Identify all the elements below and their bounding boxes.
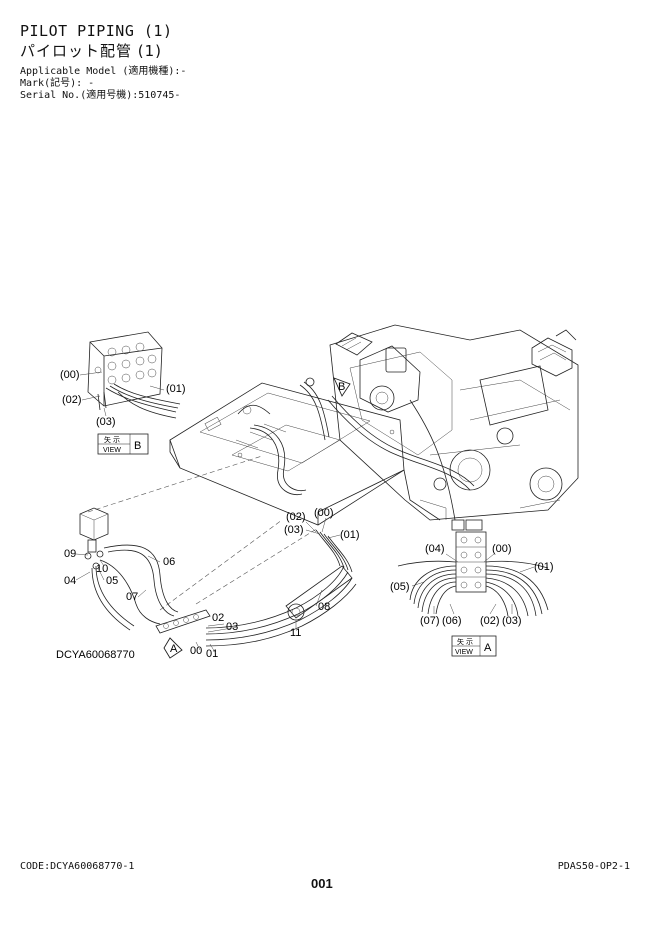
mark: Mark(記号): - bbox=[20, 78, 95, 89]
label-09: 09 bbox=[64, 548, 76, 560]
label-03: 03 bbox=[226, 621, 238, 633]
label-a-06: (06) bbox=[442, 615, 462, 627]
page-title-jp: パイロット配管 (1) bbox=[20, 42, 163, 60]
label-06: 06 bbox=[163, 556, 175, 568]
label-10: 10 bbox=[96, 563, 108, 575]
label-a-00: (00) bbox=[492, 543, 512, 555]
page-title: PILOT PIPING (1) bbox=[20, 22, 173, 40]
upper-frame-drawing bbox=[169, 324, 579, 526]
svg-text:矢 示: 矢 示 bbox=[457, 637, 473, 646]
label-00: 00 bbox=[190, 645, 202, 657]
svg-text:VIEW: VIEW bbox=[103, 447, 121, 454]
label-b-02: (02) bbox=[62, 394, 82, 406]
label-08: 08 bbox=[318, 601, 330, 613]
view-marker-a: A bbox=[163, 637, 183, 659]
label-mid-03: (03) bbox=[284, 524, 304, 536]
label-01: 01 bbox=[206, 648, 218, 660]
label-a-05: (05) bbox=[390, 581, 410, 593]
label-a-02: (02) bbox=[480, 615, 500, 627]
label-05: 05 bbox=[106, 575, 118, 587]
label-mid-01: (01) bbox=[340, 529, 360, 541]
svg-text:A: A bbox=[484, 642, 492, 654]
footer-code: CODE:DCYA60068770-1 bbox=[20, 861, 135, 872]
applicable-model: Applicable Model (適用機種):- bbox=[20, 66, 187, 77]
footer-page-ref: PDAS50-OP2-1 bbox=[557, 861, 630, 872]
label-a-01: (01) bbox=[534, 561, 554, 573]
svg-text:B: B bbox=[338, 381, 345, 393]
label-a-04: (04) bbox=[425, 543, 445, 555]
svg-text:A: A bbox=[170, 643, 178, 655]
label-b-01: (01) bbox=[166, 383, 186, 395]
label-a-03: (03) bbox=[502, 615, 522, 627]
label-02: 02 bbox=[212, 612, 224, 624]
svg-text:B: B bbox=[134, 440, 141, 452]
serial-number: Serial No.(適用号機):510745- bbox=[20, 90, 181, 101]
label-a-07: (07) bbox=[420, 615, 440, 627]
label-04: 04 bbox=[64, 575, 76, 587]
label-07: 07 bbox=[126, 591, 138, 603]
svg-text:VIEW: VIEW bbox=[455, 649, 473, 656]
label-b-03: (03) bbox=[96, 416, 116, 428]
detail-b-drawing bbox=[87, 331, 181, 419]
label-mid-00: (00) bbox=[314, 507, 334, 519]
view-marker-b: B bbox=[333, 377, 351, 397]
svg-text:矢 示: 矢 示 bbox=[104, 435, 120, 444]
page-number: 001 bbox=[311, 876, 333, 891]
view-b-tag: 矢 示 VIEW B bbox=[97, 433, 149, 455]
detail-a-drawing bbox=[397, 519, 549, 617]
label-b-00: (00) bbox=[60, 369, 80, 381]
drawing-code: DCYA60068770 bbox=[56, 649, 135, 661]
label-mid-02: (02) bbox=[286, 511, 306, 523]
main-assembly-drawing bbox=[79, 507, 357, 647]
label-11: 11 bbox=[290, 627, 301, 639]
view-a-tag: 矢 示 VIEW A bbox=[451, 635, 497, 657]
